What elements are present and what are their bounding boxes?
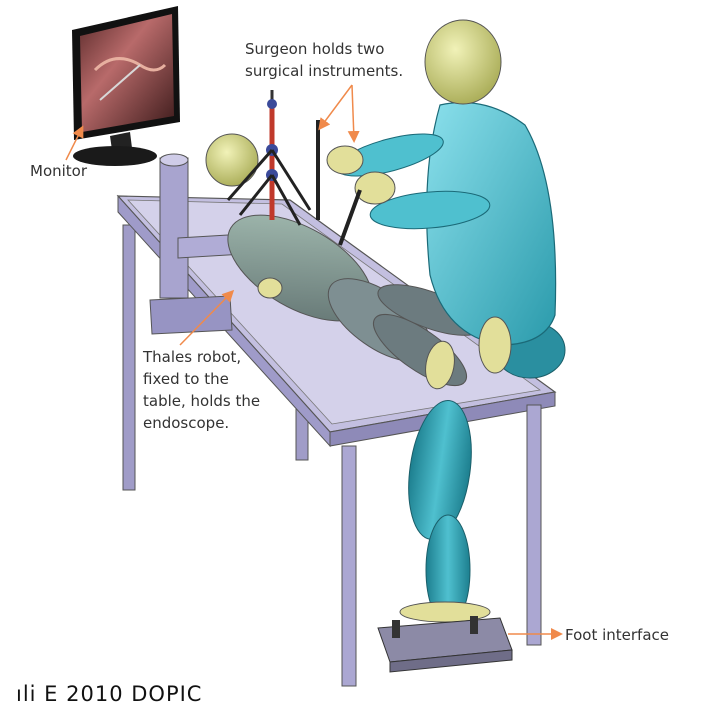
thales-label-line-4: endoscope.: [143, 412, 260, 434]
surgeon-arrow-right: [352, 85, 354, 140]
thales-robot-label: Thales robot, fixed to the table, holds …: [143, 346, 260, 434]
thales-label-line-1: Thales robot,: [143, 346, 260, 368]
monitor: [72, 6, 180, 166]
surgeon-label-line-2: surgical instruments.: [245, 60, 403, 82]
surgeon-arrow-left: [320, 85, 352, 128]
thales-label-line-3: table, holds the: [143, 390, 260, 412]
cut-off-caption: ıli E 2010 DOPIC: [16, 683, 202, 705]
foot-interface-label: Foot interface: [565, 624, 669, 646]
thales-label-line-2: fixed to the: [143, 368, 260, 390]
monitor-label: Monitor: [30, 160, 87, 182]
foot-interface: [378, 616, 512, 672]
surgeon-instruments-label: Surgeon holds two surgical instruments.: [245, 38, 403, 82]
surgeon-label-line-1: Surgeon holds two: [245, 38, 403, 60]
